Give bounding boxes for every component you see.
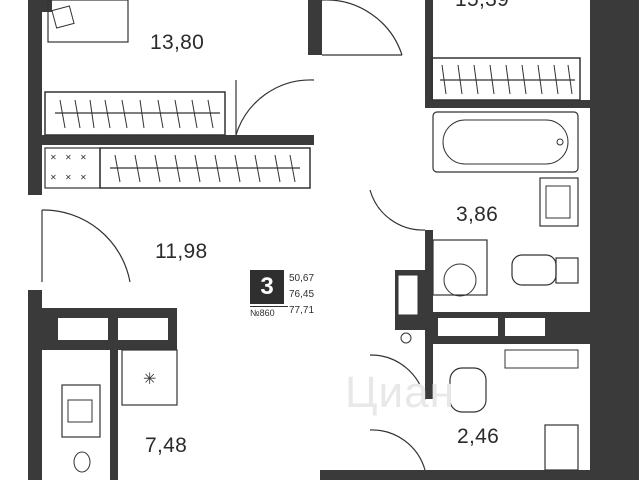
wall-segment: [320, 470, 590, 480]
svg-text:✕: ✕: [65, 153, 72, 162]
rooms-count-badge: 3: [250, 270, 284, 304]
stove: [44, 147, 101, 189]
door-arc: [369, 429, 426, 471]
wall-segment: [308, 0, 322, 55]
room-area-kitchen: 7,48: [145, 434, 188, 457]
wall-segment: [425, 230, 433, 320]
drop-icon: [73, 451, 91, 473]
watermark: Циан: [345, 368, 455, 417]
kitchen-sink: [61, 384, 101, 438]
wall-segment: [425, 0, 433, 100]
wardrobe: [431, 57, 581, 101]
area-summary: 50,67 76,45 77,71: [289, 271, 314, 319]
area-full: 77,71: [289, 305, 315, 316]
bath-sink: [539, 177, 579, 227]
fridge: [121, 349, 178, 406]
room-area-hall: 11,98: [155, 240, 208, 263]
wall-segment: [425, 100, 590, 108]
svg-text:✕: ✕: [80, 153, 87, 162]
door-arc: [369, 354, 426, 401]
svg-text:✳: ✳: [143, 369, 156, 388]
wardrobe: [44, 91, 226, 136]
door-arc: [235, 79, 315, 136]
washing-machine: [432, 239, 488, 296]
door-arc: [322, 0, 403, 56]
toilet: [511, 254, 557, 286]
room-area-15: 15,39: [455, 0, 509, 12]
door-arc: [41, 209, 131, 283]
room-area-bath: 3,86: [456, 203, 499, 226]
outer-wall-left-bottom: [28, 290, 42, 480]
svg-text:✕: ✕: [65, 173, 72, 182]
area-living: 50,67: [289, 273, 315, 284]
wc-toilet: [449, 367, 487, 413]
heater: [397, 274, 419, 316]
door-arc: [369, 189, 426, 231]
wc-sink: [544, 424, 579, 471]
wall-segment: [110, 350, 118, 480]
wall-segment: [42, 0, 52, 12]
bathtub: [432, 111, 579, 173]
apartment-number: №860: [250, 306, 288, 320]
wall-segment: [42, 135, 314, 145]
room-area-13: 13,80: [150, 31, 205, 54]
svg-text:✕: ✕: [50, 173, 57, 182]
area-total: 76,45: [289, 289, 315, 300]
svg-text:✕: ✕: [80, 173, 87, 182]
desk: [47, 0, 129, 43]
wall-segment: [425, 344, 433, 399]
room-area-wc: 2,46: [457, 425, 500, 448]
svg-text:✕: ✕: [50, 153, 57, 162]
chair: [51, 5, 75, 29]
outer-wall-right: [590, 0, 639, 480]
outer-wall-left-top: [28, 0, 42, 195]
